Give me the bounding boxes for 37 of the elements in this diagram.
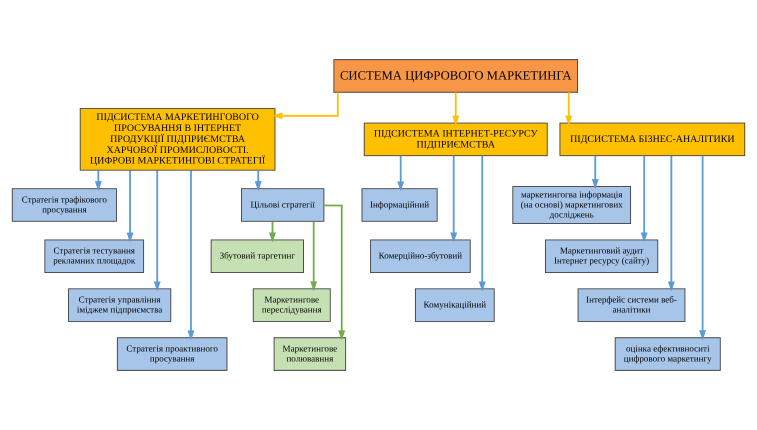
node-box: оцінка ефективноситі цифрового маркетингу xyxy=(614,337,721,371)
node-box: ПІДСИСТЕМА ІНТЕРНЕТ-РЕСУРСУ ПІДПРИЄМСТВА xyxy=(364,122,548,156)
arrow xyxy=(397,156,404,192)
node-box: Збутовий таргетинг xyxy=(210,239,304,273)
node-box: Цільові стратегії xyxy=(241,188,324,222)
arrow xyxy=(272,92,339,120)
node-box: Стратегія тестування рекламних площадок xyxy=(44,239,144,273)
node-box: Маркетинговий аудит Інтернет ресурсу (сайту) xyxy=(544,239,658,273)
node-box: ПІДСИСТЕМА БІЗНЕС-АНАЛІТИКИ xyxy=(559,122,746,156)
arrow xyxy=(640,156,648,243)
node-box: Маркетингове переслідування xyxy=(252,288,331,322)
node-box: Стратегія управління іміджем підприємства xyxy=(68,288,172,322)
arrow xyxy=(450,156,458,243)
arrow xyxy=(269,222,276,243)
arrow xyxy=(310,222,318,292)
arrow xyxy=(94,170,102,192)
arrow xyxy=(187,170,194,340)
arrow xyxy=(452,92,460,126)
node-box: Стратегія трафікового просування xyxy=(12,188,117,222)
node-box: Інтерфейс системи веб-аналітики xyxy=(578,288,686,322)
node-box: ПІДСИСТЕМА МАРКЕТИНГОВОГО ПРОСУВАННЯ В ІНТЕРНЕТ ПРОДУКЦІЇ ПІДПРИЄМСТВА ХАРЧОВОЇ ПРОМИСЛОВОСТІ. ЦИФРОВІ МАРКЕТИНГОВІ СТРАТЕГІЇ xyxy=(80,108,276,171)
node-box: Комунікаційний xyxy=(414,288,495,322)
node-box: маркетингогва інформація (на основі) маркетингових досліджень xyxy=(512,186,632,224)
arrow xyxy=(592,156,599,190)
node-box: Інформаційний xyxy=(362,188,438,222)
node-box: Маркетингове полювавння xyxy=(274,337,346,371)
node-box: Стратегія проактивного просування xyxy=(116,337,228,371)
arrow xyxy=(699,156,706,340)
arrow xyxy=(324,204,346,340)
arrow xyxy=(565,92,572,126)
arrow xyxy=(154,170,161,292)
arrow xyxy=(254,170,262,192)
node-box: Комерційно-збутовий xyxy=(370,239,471,273)
arrow xyxy=(126,170,134,243)
arrow xyxy=(478,156,486,292)
node-box: СИСТЕМА ЦИФРОВОГО МАРКЕТИНГА xyxy=(333,59,578,93)
arrow xyxy=(668,156,675,292)
